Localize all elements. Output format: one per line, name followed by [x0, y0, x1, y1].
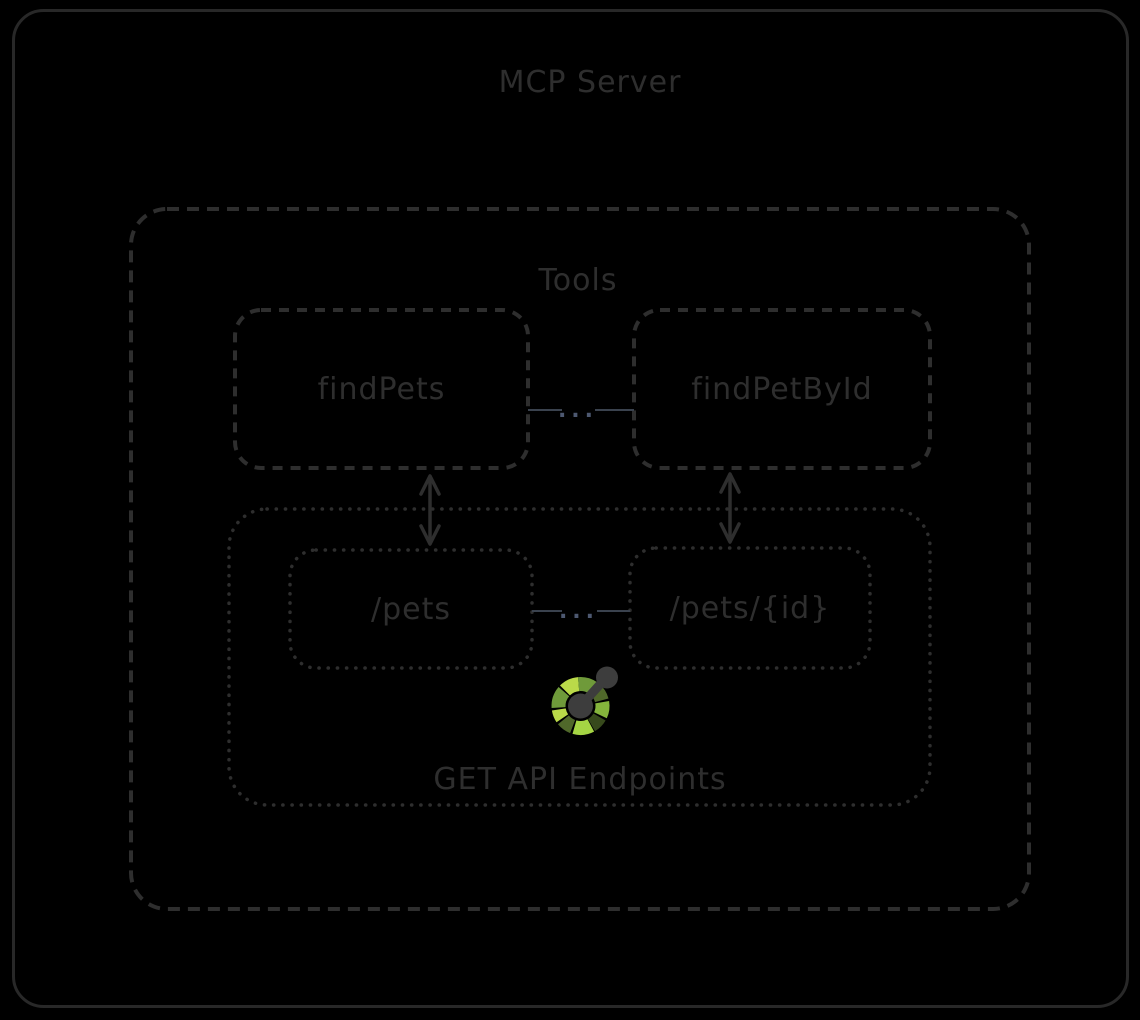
findpetbyid-node-label: findPetById — [691, 371, 873, 407]
pets-node-label: /pets — [371, 591, 451, 627]
findpets-node-box — [233, 308, 530, 470]
endpoints-group-label: GET API Endpoints — [433, 761, 727, 797]
tools-group-frame — [129, 207, 1031, 911]
findpets-node-label: findPets — [317, 371, 446, 407]
tools-connector-label: ... — [557, 398, 599, 423]
diagram-title: MCP Server — [498, 64, 682, 100]
openapi-logo-icon — [551, 666, 618, 736]
mcp-server-frame — [12, 9, 1129, 1008]
petsid-node-box — [628, 546, 872, 670]
right-sync-arrow — [719, 472, 741, 544]
endpoints-group-frame — [227, 507, 932, 807]
left-sync-arrow — [419, 474, 441, 546]
petsid-node-label: /pets/{id} — [669, 590, 831, 626]
endpoints-connector-label: ... — [558, 599, 600, 624]
tools-group-label: Tools — [538, 262, 618, 298]
pets-node-box — [288, 548, 534, 670]
